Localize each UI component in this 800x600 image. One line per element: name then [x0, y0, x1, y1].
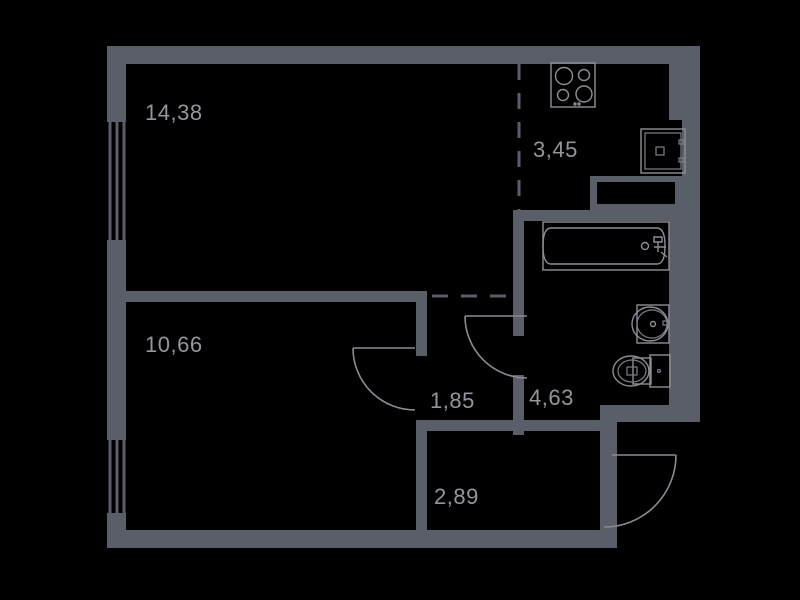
- kitchen-counter: [590, 176, 682, 210]
- stove-knob-2: [577, 102, 581, 106]
- stove-knob-1: [573, 102, 577, 106]
- toilet: [612, 354, 671, 388]
- wall-right: [682, 46, 700, 421]
- area-label-kitchen: 3,45: [533, 137, 578, 162]
- door-bathroom: [464, 315, 528, 379]
- appliance-drum: [655, 146, 665, 156]
- toilet-cistern: [649, 354, 671, 388]
- wall-corridor-left-lower: [416, 420, 427, 532]
- wall-kitchen-bathroom-divider: [513, 210, 688, 221]
- door-bathroom-arc: [464, 315, 528, 379]
- area-label-living-room: 14,38: [145, 100, 203, 125]
- area-label-bathroom: 4,63: [529, 385, 574, 410]
- burner-large-rear-right: [575, 85, 593, 103]
- washbasin-cabinet: [636, 304, 670, 344]
- exterior-walls: [107, 46, 700, 548]
- appliance-outer: [640, 128, 686, 174]
- washbasin-tap: [662, 320, 669, 326]
- washbasin-drain: [649, 320, 657, 328]
- appliance-inner: [644, 132, 682, 170]
- wall-hallway-top: [427, 420, 612, 431]
- wall-left-middle: [107, 240, 126, 440]
- burner-small-rear-right: [577, 68, 591, 82]
- burner-small-front-left: [556, 88, 570, 102]
- wall-left-inner-top: [126, 46, 136, 64]
- bathtub-faucet: [653, 236, 668, 258]
- wall-bathroom-left-lower: [513, 375, 524, 435]
- wall-bathroom-west: [513, 210, 524, 295]
- interior-walls: [126, 64, 688, 532]
- door-entrance-arc: [603, 454, 677, 528]
- counter-inner: [597, 182, 675, 204]
- bathtub-basin: [542, 227, 666, 265]
- toilet-seat-detail: [626, 366, 638, 376]
- bathtub-drain: [640, 241, 650, 251]
- appliance-control-1: [678, 139, 684, 145]
- wall-left-upper-nub: [107, 46, 126, 122]
- toilet-bowl: [612, 355, 650, 387]
- window-living-room: [108, 122, 126, 240]
- toilet-flush-button: [656, 368, 662, 374]
- wall-kitchen-east-lining: [669, 64, 682, 120]
- washbasin: [631, 304, 670, 344]
- door-bedroom-arc: [352, 347, 416, 411]
- door-bedroom: [352, 347, 416, 411]
- stove-cooktop: [550, 62, 596, 108]
- appliance-control-2: [678, 157, 684, 163]
- stove-outline: [550, 62, 596, 108]
- bathtub-outline: [542, 221, 670, 271]
- area-label-bedroom: 10,66: [145, 332, 203, 357]
- washbasin-bowl-inner: [636, 309, 668, 339]
- burner-large-front-left: [554, 66, 574, 86]
- wall-bathroom-left-upper: [513, 291, 524, 336]
- window-bedroom: [108, 440, 126, 513]
- area-label-corridor: 1,85: [430, 388, 475, 413]
- wall-bathroom-east-lining: [669, 221, 682, 405]
- area-label-hallway: 2,89: [434, 484, 479, 509]
- area-labels: 14,38 10,66 3,45 4,63 1,85 2,89: [145, 100, 578, 509]
- toilet-bowl-inner: [617, 359, 647, 383]
- kitchen-appliance: [640, 128, 686, 174]
- wall-living-bedroom-divider: [126, 291, 426, 302]
- wall-right-lower-return: [600, 405, 700, 422]
- wall-right-vertical-lower: [600, 421, 617, 531]
- wall-top: [126, 46, 700, 64]
- wall-corridor-left-upper: [416, 291, 427, 356]
- bathtub: [542, 221, 670, 271]
- toilet-tank-front: [632, 357, 652, 385]
- door-entrance: [603, 454, 677, 528]
- dashed-openings: [432, 64, 521, 428]
- wall-bottom-thick: [200, 530, 500, 543]
